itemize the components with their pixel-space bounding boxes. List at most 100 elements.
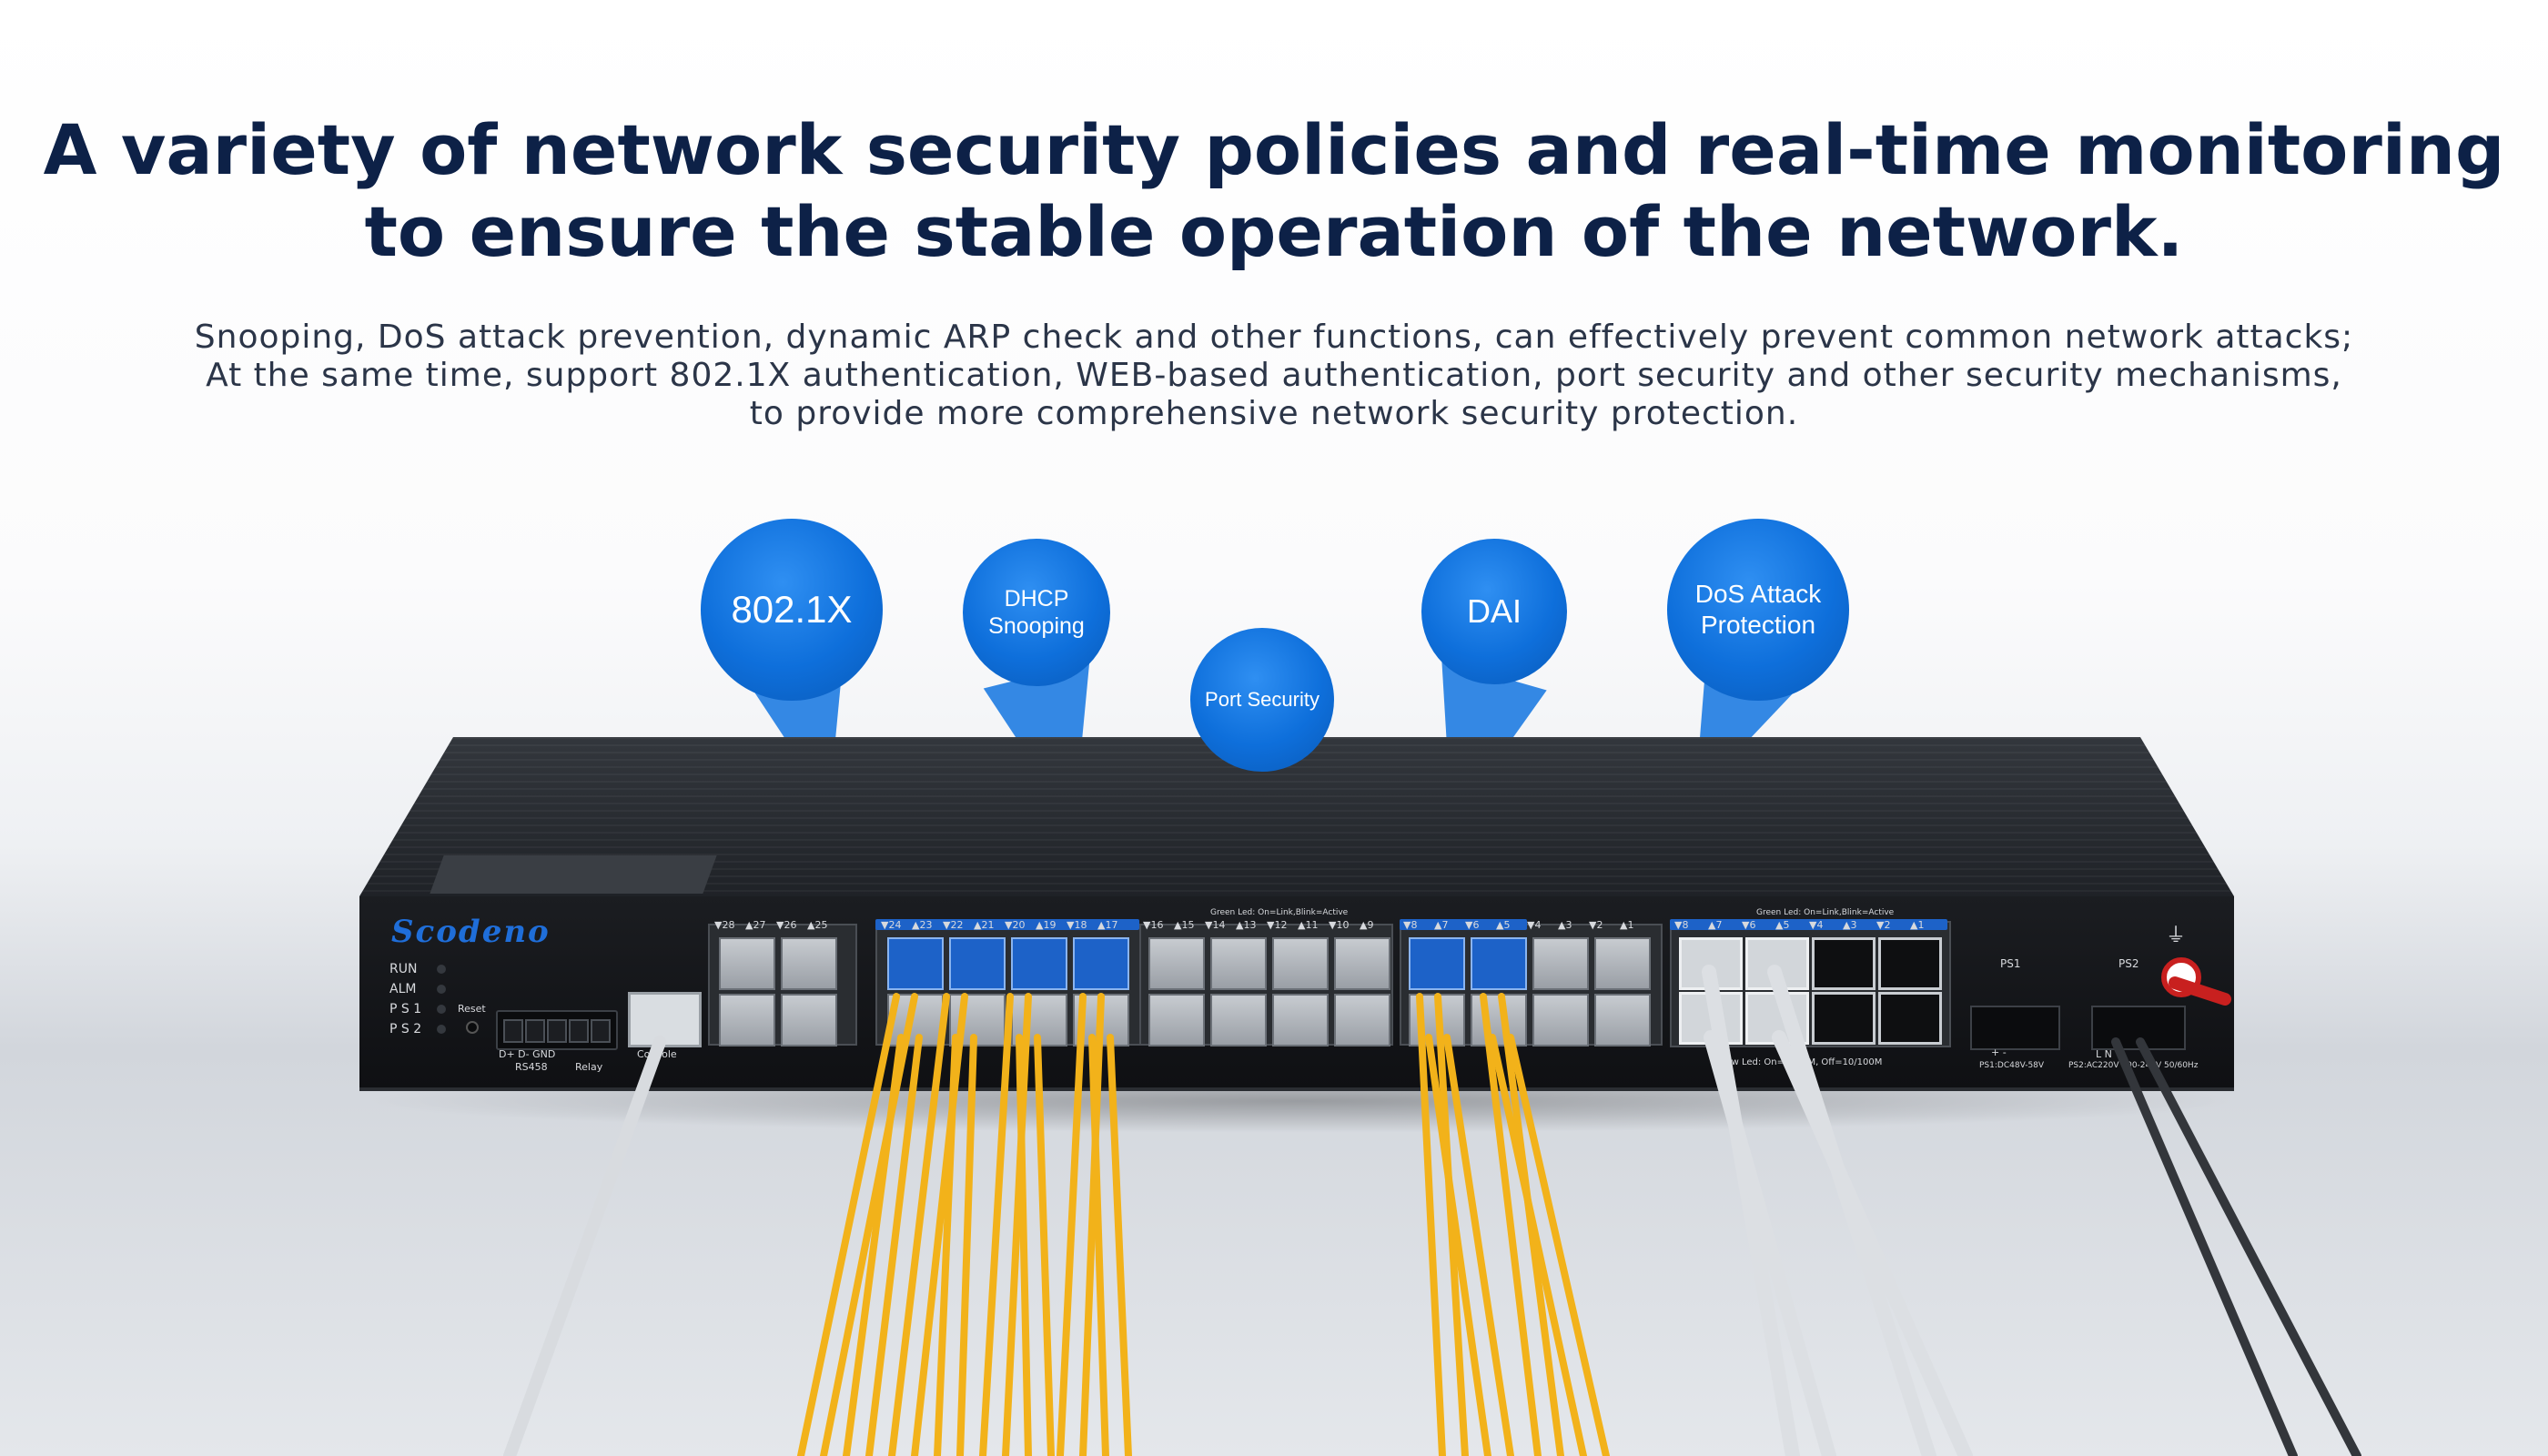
sfp-port[interactable] bbox=[1594, 937, 1651, 990]
sfp-port[interactable] bbox=[1532, 937, 1589, 990]
sfp-port-number: ▲19 bbox=[1036, 919, 1057, 931]
bubble-dai: DAI bbox=[1421, 539, 1567, 684]
sfp-port[interactable] bbox=[781, 937, 837, 990]
sfp-port[interactable] bbox=[1532, 994, 1589, 1046]
green-led-note-sfp: Green Led: On=Link,Blink=Active bbox=[1210, 908, 1349, 917]
sfp-module[interactable] bbox=[1011, 937, 1067, 990]
sfp-port[interactable] bbox=[1334, 937, 1390, 990]
sfp-port-number: ▲27 bbox=[745, 919, 766, 931]
sfp-port-number: ▲5 bbox=[1496, 919, 1511, 931]
green-led-note-rj45: Green Led: On=Link,Blink=Active bbox=[1756, 908, 1895, 917]
reset-button[interactable] bbox=[466, 1021, 479, 1034]
sfp-port-number: ▼16 bbox=[1143, 919, 1164, 931]
sfp-port-number: ▲13 bbox=[1236, 919, 1257, 931]
sfp-port-number: ▲7 bbox=[1434, 919, 1449, 931]
led-label-ps2: P S 2 bbox=[389, 1022, 422, 1036]
sfp-port[interactable] bbox=[781, 994, 837, 1046]
sfp-port-number: ▼4 bbox=[1527, 919, 1542, 931]
fiber-cable-9 bbox=[979, 993, 1014, 1456]
bubble-dai-label: DAI bbox=[1466, 592, 1522, 631]
rj45-port-number: ▼6 bbox=[1742, 919, 1756, 931]
ethernet-cable-1 bbox=[1702, 965, 1800, 1456]
fiber-cable-24 bbox=[1507, 1034, 1610, 1456]
sfp-port-number: ▲9 bbox=[1360, 919, 1374, 931]
sfp-port[interactable] bbox=[719, 994, 775, 1046]
ps2-rating: PS2:AC220V 100-240V 50/60Hz bbox=[2068, 1061, 2199, 1070]
sfp-port[interactable] bbox=[1148, 994, 1205, 1046]
sfp-port-number: ▼2 bbox=[1589, 919, 1603, 931]
fiber-cable-11 bbox=[1016, 1034, 1032, 1456]
rs485-pin-labels: D+ D- GND bbox=[499, 1048, 556, 1060]
sfp-module[interactable] bbox=[949, 937, 1006, 990]
sfp-module[interactable] bbox=[887, 937, 944, 990]
console-cable-line bbox=[503, 1036, 666, 1456]
fiber-cable-1 bbox=[797, 993, 900, 1456]
ps1-port[interactable] bbox=[1970, 1006, 2060, 1050]
power-cable-l bbox=[2111, 1037, 2298, 1456]
sfp-port-number: ▲17 bbox=[1097, 919, 1118, 931]
headline: A variety of network security policies a… bbox=[0, 109, 2548, 273]
fiber-cable-21 bbox=[1480, 993, 1542, 1456]
ethernet-cable-4 bbox=[1772, 1030, 1973, 1456]
rj45-label-strip bbox=[1670, 919, 1947, 930]
console-cable bbox=[503, 1036, 666, 1456]
sfp-port[interactable] bbox=[719, 937, 775, 990]
sfp-port-number: ▲11 bbox=[1298, 919, 1319, 931]
sfp-port[interactable] bbox=[1148, 937, 1205, 990]
rj45-port[interactable] bbox=[1812, 992, 1876, 1045]
sfp-port-number: ▼26 bbox=[776, 919, 797, 931]
sfp-port[interactable] bbox=[1210, 994, 1267, 1046]
relay-label: Relay bbox=[575, 1061, 603, 1073]
led-ps2 bbox=[437, 1025, 446, 1034]
rj45-port[interactable] bbox=[1812, 937, 1876, 990]
ethernet-cable-2 bbox=[1704, 1030, 1836, 1456]
fiber-cable-10 bbox=[1002, 993, 1032, 1456]
fiber-cable-4 bbox=[865, 1034, 923, 1456]
rs485-relay-terminal bbox=[496, 1010, 618, 1050]
sfp-port-number: ▼18 bbox=[1067, 919, 1087, 931]
fiber-cable-23 bbox=[1489, 1034, 1587, 1456]
sfp-port[interactable] bbox=[1272, 937, 1329, 990]
sfp-port-number: ▼24 bbox=[881, 919, 902, 931]
sfp-port[interactable] bbox=[1594, 994, 1651, 1046]
fiber-cable-7 bbox=[934, 1034, 959, 1456]
fiber-cable-16 bbox=[1107, 1034, 1132, 1456]
power-cable-n bbox=[2136, 1037, 2361, 1456]
bubble-dos-attack-protection-label: DoS Attack Protection bbox=[1694, 580, 1822, 639]
led-label-ps1: P S 1 bbox=[389, 1002, 422, 1016]
ps1-rating: PS1:DC48V-58V bbox=[1979, 1061, 2045, 1070]
bubble-8021x-label: 802.1X bbox=[731, 587, 853, 631]
sfp-port[interactable] bbox=[1210, 937, 1267, 990]
fiber-cable-5 bbox=[888, 993, 950, 1456]
brand-logo: Scodeno bbox=[391, 914, 551, 950]
fiber-cable-19 bbox=[1425, 1034, 1491, 1456]
ps2-label: PS2 bbox=[2118, 957, 2139, 970]
rj45-port-number: ▲7 bbox=[1708, 919, 1723, 931]
sfp-port-number: ▲23 bbox=[912, 919, 933, 931]
sfp-label-strip-5-8 bbox=[1400, 919, 1527, 930]
fiber-cable-12 bbox=[1034, 1034, 1055, 1456]
rj45-port[interactable] bbox=[1878, 992, 1942, 1045]
sfp-module[interactable] bbox=[1073, 937, 1129, 990]
headline-line-1: A variety of network security policies a… bbox=[43, 109, 2505, 190]
sfp-module[interactable] bbox=[1409, 937, 1465, 990]
rj45-port-number: ▼4 bbox=[1809, 919, 1824, 931]
headline-line-2: to ensure the stable operation of the ne… bbox=[364, 191, 2184, 272]
rj45-port[interactable] bbox=[1878, 937, 1942, 990]
fiber-cable-13 bbox=[1057, 993, 1087, 1456]
sfp-module[interactable] bbox=[1471, 937, 1527, 990]
sfp-port-number: ▼20 bbox=[1005, 919, 1026, 931]
sfp-port-number: ▼6 bbox=[1465, 919, 1480, 931]
sfp-port-number: ▲3 bbox=[1558, 919, 1572, 931]
fiber-cable-3 bbox=[843, 1034, 905, 1456]
rj45-port-number: ▼2 bbox=[1876, 919, 1891, 931]
rj45-port-number: ▼8 bbox=[1674, 919, 1689, 931]
sfp-port[interactable] bbox=[1334, 994, 1390, 1046]
description-line-1: Snooping, DoS attack prevention, dynamic… bbox=[194, 318, 2354, 356]
description-line-2: At the same time, support 802.1X authent… bbox=[206, 357, 2342, 394]
sfp-port-number: ▼8 bbox=[1403, 919, 1418, 931]
led-label-alm: ALM bbox=[389, 982, 417, 996]
sfp-port-number: ▼28 bbox=[714, 919, 735, 931]
sfp-port[interactable] bbox=[1272, 994, 1329, 1046]
